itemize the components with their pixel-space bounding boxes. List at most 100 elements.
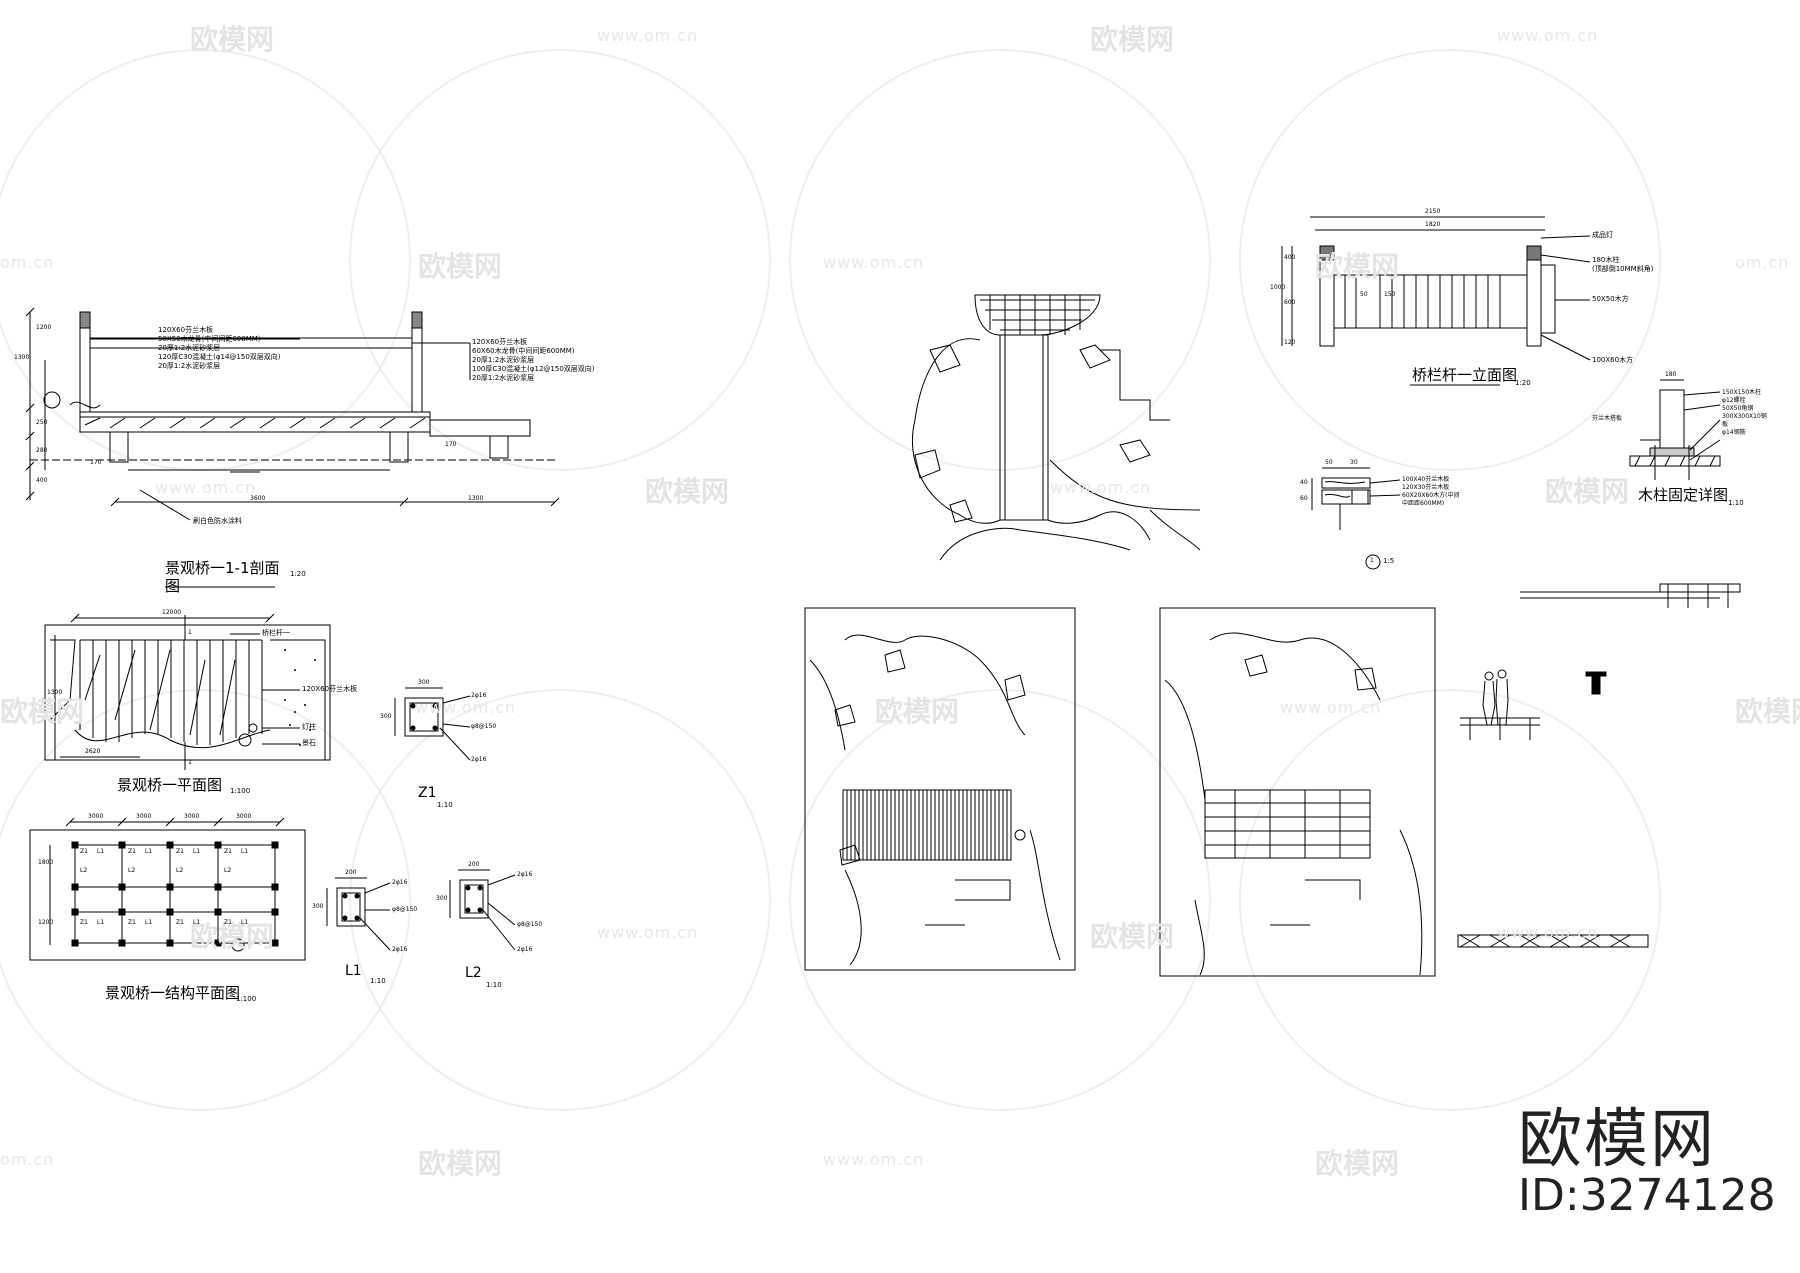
note: 180木柱 bbox=[1592, 256, 1620, 264]
beam-label: L1 bbox=[145, 919, 153, 926]
section-1-1-bottom-note: 刷白色防水涂料 bbox=[193, 517, 242, 525]
section-1-1-title: 景观桥一1-1剖面图 bbox=[165, 559, 280, 595]
note: 60X60木龙骨(中间间距600MM) bbox=[472, 347, 575, 355]
railing-note: 成品灯 bbox=[1592, 231, 1613, 239]
dim-label: 12000 bbox=[162, 609, 182, 616]
detail-1-notes: 100X40芬兰木板 120X30芬兰木板 60X20X60木方(中间 中距距6… bbox=[1402, 476, 1459, 508]
detail-1-scale: 1:5 bbox=[1383, 557, 1395, 565]
section-mark: 1 bbox=[188, 629, 192, 636]
note: 100X40芬兰木板 bbox=[1402, 476, 1450, 483]
dim-label: 3000 bbox=[88, 813, 104, 820]
note: 120X30芬兰木板 bbox=[1402, 484, 1450, 491]
plan-note: 120X60芬兰木板 bbox=[302, 685, 358, 693]
beam-label: L1 bbox=[241, 919, 249, 926]
note: φ14钢筋 bbox=[1722, 429, 1746, 436]
note: 50X50木龙骨(中间间距600MM) bbox=[158, 335, 261, 343]
note: 60X20X60木方(中间 bbox=[1402, 492, 1460, 499]
plan-stone-dots bbox=[284, 649, 316, 746]
z1-section bbox=[394, 687, 471, 761]
rebar-note: φ8@150 bbox=[471, 723, 497, 730]
dim-label: 3000 bbox=[136, 813, 152, 820]
rebar-note: φ8@150 bbox=[517, 921, 543, 928]
dim-label: 150 bbox=[1384, 291, 1396, 298]
l1-section bbox=[326, 877, 391, 951]
dim-label: 1300 bbox=[14, 354, 30, 361]
beam-label: Z1 bbox=[176, 848, 184, 855]
dim-label: 200 bbox=[345, 869, 357, 876]
dim-label: 300 bbox=[380, 713, 392, 720]
section-1-1-notes-left: 120X60芬兰木板 50X50木龙骨(中间间距600MM) 20厚1:2水泥砂… bbox=[158, 326, 281, 371]
plan-drawing bbox=[44, 613, 331, 770]
rebar-note: 2φ16 bbox=[471, 756, 487, 763]
watermark-site: www.om.cn bbox=[155, 478, 257, 497]
l2-title: L2 bbox=[465, 965, 482, 981]
watermark-site: om.cn bbox=[0, 1150, 55, 1169]
watermark-brand: 欧模网 bbox=[1315, 1147, 1400, 1180]
note: 100厚C30混凝土(φ12@150双层双向) bbox=[472, 365, 595, 373]
dim-label: 40 bbox=[1300, 479, 1308, 486]
l2-scale: 1:10 bbox=[486, 981, 502, 989]
section-mark: 1 bbox=[188, 759, 192, 766]
watermark-site: www.om.cn bbox=[1280, 698, 1382, 717]
dim-label: 300 bbox=[418, 679, 430, 686]
beam-label: L1 bbox=[97, 848, 105, 855]
people-figures bbox=[1460, 669, 1540, 740]
watermark-site: www.om.cn bbox=[597, 26, 699, 45]
watermark-brand: 欧模网 bbox=[190, 23, 275, 56]
mini-railing-strip bbox=[1457, 934, 1649, 948]
watermark-site: www.om.cn bbox=[597, 923, 699, 942]
section-1-1-drawing bbox=[25, 307, 560, 521]
dim-label: 50 bbox=[1360, 291, 1368, 298]
dim-label: 180 bbox=[1665, 371, 1677, 378]
l1-title: L1 bbox=[345, 963, 362, 979]
beam-label: L2 bbox=[224, 867, 232, 874]
railing-post-note: 180木柱 (顶部倒10MM斜角) bbox=[1592, 256, 1653, 274]
dim-label: 3000 bbox=[236, 813, 252, 820]
l2-section bbox=[449, 869, 516, 951]
note: 20厚1:2水泥砂浆层 bbox=[472, 374, 535, 382]
watermark-site: www.om.cn bbox=[1050, 478, 1152, 497]
rebar-note: φ8@150 bbox=[392, 906, 418, 913]
beam-label: L1 bbox=[97, 919, 105, 926]
dim-label: 1000 bbox=[1270, 284, 1286, 291]
dim-label: 1300 bbox=[468, 495, 484, 502]
note: 20厚1:2水泥砂浆层 bbox=[472, 356, 535, 364]
beam-label: L1 bbox=[193, 848, 201, 855]
note: 150X150木柱 bbox=[1722, 389, 1762, 396]
watermark-brand: 欧模网 bbox=[1545, 475, 1630, 508]
brand-logo-text: 欧模网 bbox=[1518, 1103, 1716, 1177]
watermark-brand: 欧模网 bbox=[1090, 920, 1175, 953]
plan-scale: 1:100 bbox=[230, 787, 251, 795]
mini-elevation-line bbox=[1520, 583, 1741, 608]
dim-label: 60 bbox=[1300, 495, 1308, 502]
rebar-note: 2φ16 bbox=[517, 871, 533, 878]
dim-label: 170 bbox=[445, 441, 457, 448]
post-detail-drawing bbox=[1629, 379, 1721, 480]
beam-label: Z1 bbox=[80, 919, 88, 926]
watermark-brand: 欧模网 bbox=[418, 250, 503, 283]
z1-scale: 1:10 bbox=[437, 801, 453, 809]
dim-label: 2150 bbox=[1425, 208, 1441, 215]
dim-label: 600 bbox=[1284, 299, 1296, 306]
dim-label: 300 bbox=[312, 903, 324, 910]
dim-label: 170 bbox=[90, 459, 102, 466]
watermark-site: www.om.cn bbox=[823, 253, 925, 272]
beam-label: Z1 bbox=[224, 919, 232, 926]
watermark-brand: 欧模网 bbox=[1315, 250, 1400, 283]
note: 120X60芬兰木板 bbox=[158, 326, 214, 334]
watermark-brand: 欧模网 bbox=[645, 475, 730, 508]
detail-1-mark: 1 bbox=[1370, 557, 1374, 564]
mini-post bbox=[1585, 671, 1607, 695]
note: 50X50角钢 bbox=[1722, 405, 1754, 412]
dim-label: 280 bbox=[36, 447, 48, 454]
section-1-1-scale: 1:20 bbox=[290, 570, 306, 578]
post-detail-scale: 1:10 bbox=[1728, 499, 1744, 507]
note: 20厚1:2水泥砂浆层 bbox=[158, 344, 221, 352]
beam-label: Z1 bbox=[128, 919, 136, 926]
rebar-note: 2φ16 bbox=[392, 879, 408, 886]
rebar-note: 2φ16 bbox=[471, 692, 487, 699]
plan-view-b bbox=[1159, 607, 1436, 977]
note: 20厚1:2水泥砂浆层 bbox=[158, 362, 221, 370]
railing-scale: 1:20 bbox=[1515, 379, 1531, 387]
